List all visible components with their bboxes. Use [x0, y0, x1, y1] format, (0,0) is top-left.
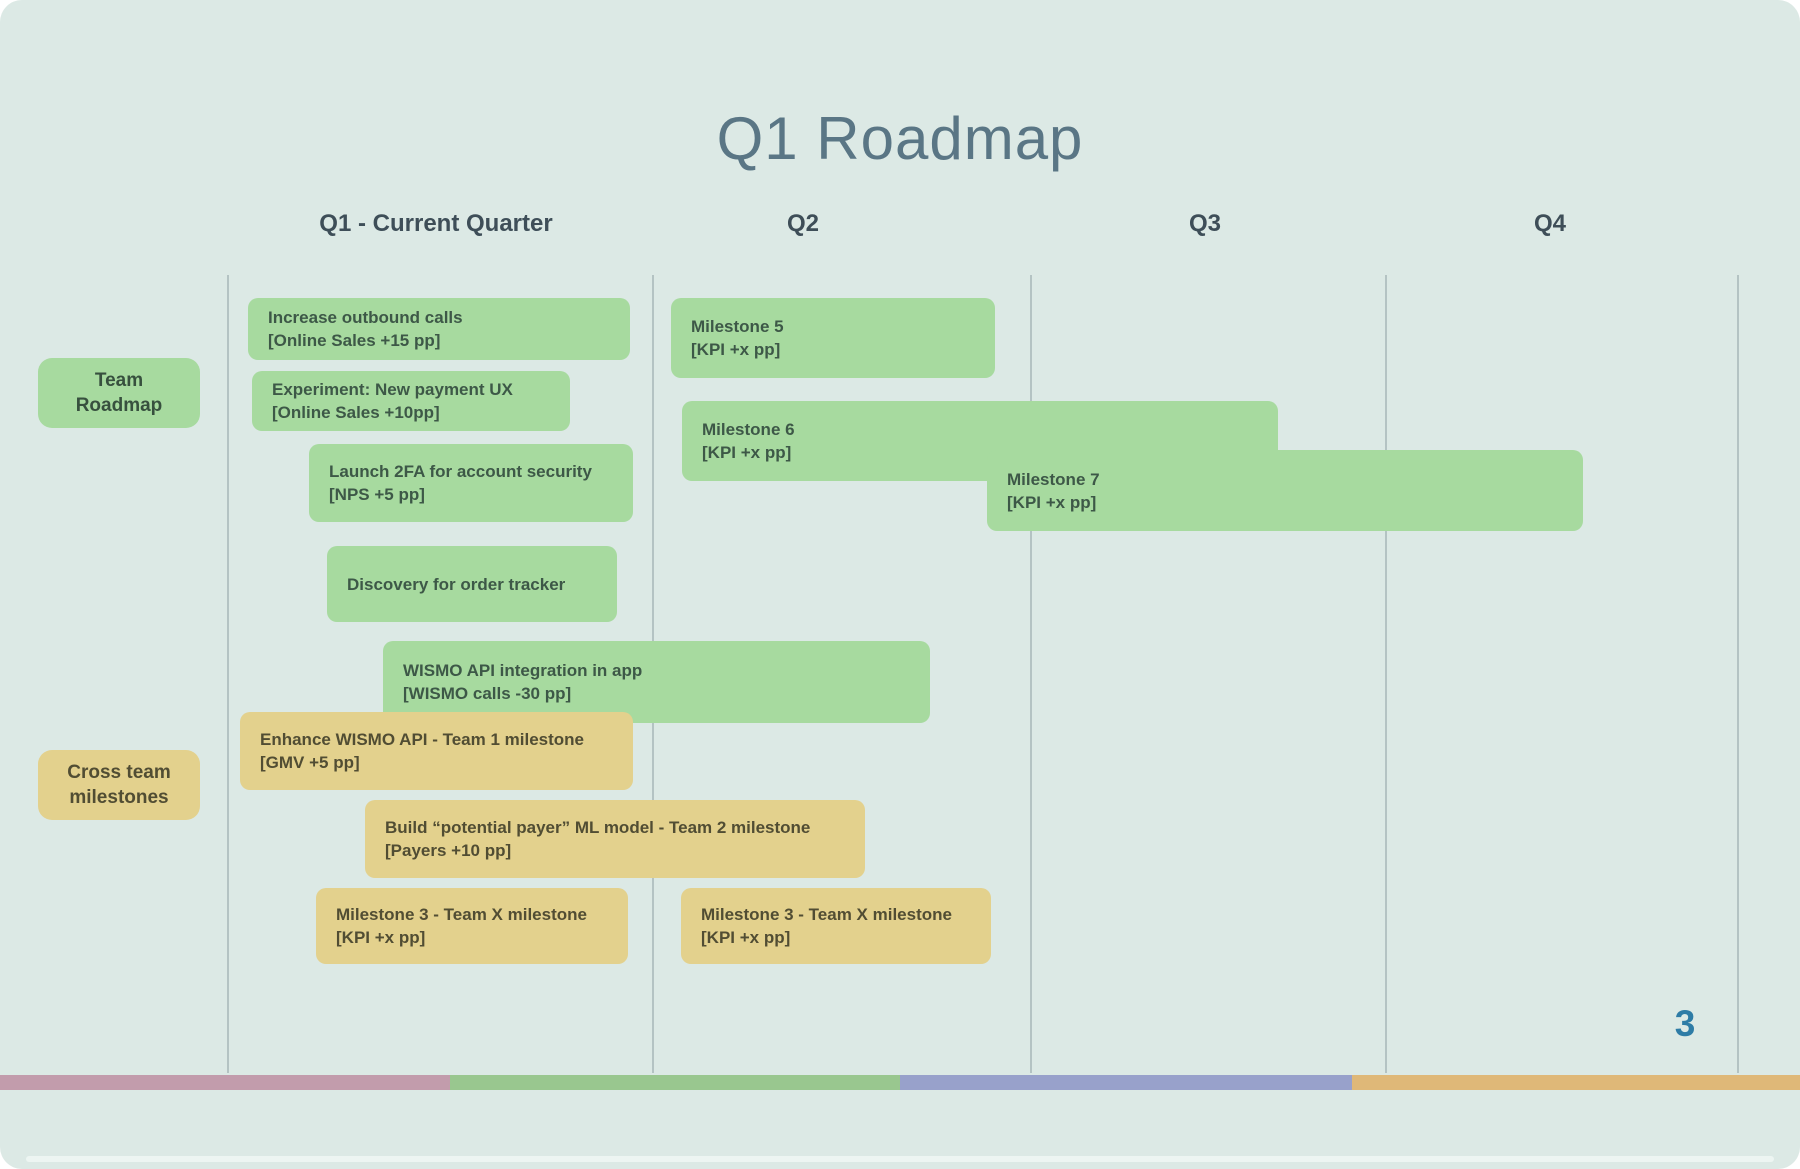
bar-label-line: [NPS +5 pp]: [329, 485, 425, 504]
team-roadmap-bar: Experiment: New payment UX [Online Sales …: [252, 371, 570, 431]
bar-label-line: Experiment: New payment UX: [272, 380, 513, 399]
quarter-header: Q3: [1188, 210, 1222, 237]
row-label-line: Cross team: [67, 762, 171, 783]
row-label-line: Roadmap: [75, 395, 163, 416]
cross-team-milestone-bar: Enhance WISMO API - Team 1 milestone [GMV…: [240, 712, 633, 790]
quarter-header: Q1 - Current Quarter: [319, 210, 553, 237]
bar-label-line: Enhance WISMO API - Team 1 milestone: [260, 730, 585, 749]
bar-label-line: [KPI +x pp]: [702, 443, 792, 462]
bar-label-line: Milestone 3 - Team X milestone: [701, 905, 952, 924]
strip-segment-tan: [1352, 1075, 1800, 1090]
gridline: [1385, 275, 1387, 1073]
slide-title: Q1 Roadmap: [716, 105, 1084, 172]
gridline: [227, 275, 229, 1073]
bar-label-line: Milestone 3 - Team X milestone: [336, 905, 587, 924]
cross-team-milestone-bar: Milestone 3 - Team X milestone [KPI +x pp…: [316, 888, 628, 964]
strip-segment-periwinkle: [900, 1075, 1352, 1090]
bar-label-line: Build “potential payer” ML model - Team …: [385, 818, 811, 837]
quarter-header: Q4: [1533, 210, 1567, 237]
bar-label-line: Milestone 6: [702, 420, 795, 439]
bar-label-line: Milestone 7: [1007, 469, 1100, 489]
team-roadmap-bar: Increase outbound calls [Online Sales +15…: [248, 298, 630, 360]
bar-label-line: [WISMO calls -30 pp]: [403, 684, 572, 703]
strip-segment-mauve: [0, 1075, 450, 1090]
bar-label-line: [KPI +x pp]: [691, 340, 781, 359]
bar-label-line: WISMO API integration in app: [403, 661, 643, 680]
row-label-line: milestones: [69, 787, 169, 808]
team-roadmap-bar: Milestone 7 [KPI +x pp]: [987, 450, 1583, 531]
bar-label-line: Launch 2FA for account security: [329, 462, 592, 481]
gridline: [1737, 275, 1739, 1073]
row-label-cross: Cross team milestones: [38, 750, 200, 820]
bar-label-line: Increase outbound calls: [268, 308, 463, 327]
bar-label-line: Milestone 5: [691, 317, 784, 336]
team-roadmap-bar: Discovery for order tracker: [327, 546, 617, 622]
bar-label-line: [GMV +5 pp]: [260, 753, 360, 772]
bar-label-line: [KPI +x pp]: [336, 928, 426, 947]
row-label-line: Team: [94, 370, 144, 391]
bar-label-line: Discovery for order tracker: [347, 574, 566, 594]
cross-team-milestone-bar: Milestone 3 - Team X milestone [KPI +x pp…: [681, 888, 991, 964]
strip-segment-green: [450, 1075, 900, 1090]
bar-label-line: [KPI +x pp]: [701, 928, 791, 947]
bar-label-line: [KPI +x pp]: [1007, 492, 1097, 512]
team-roadmap-bar: Milestone 5 [KPI +x pp]: [671, 298, 995, 378]
quarter-header: Q2: [786, 210, 820, 237]
cross-team-milestone-bar: Build “potential payer” ML model - Team …: [365, 800, 865, 878]
bar-label-line: [Online Sales +10pp]: [272, 403, 440, 422]
team-roadmap-bar: Launch 2FA for account security [NPS +5 p…: [309, 444, 633, 522]
bar-label-line: [Online Sales +15 pp]: [268, 331, 441, 350]
page-number: 3: [1674, 1003, 1696, 1044]
slide-bottom-edge: [26, 1156, 1774, 1162]
team-roadmap-bar: WISMO API integration in app [WISMO calls…: [383, 641, 930, 723]
gridline: [1030, 275, 1032, 1073]
bar-label-line: [Payers +10 pp]: [385, 841, 512, 860]
